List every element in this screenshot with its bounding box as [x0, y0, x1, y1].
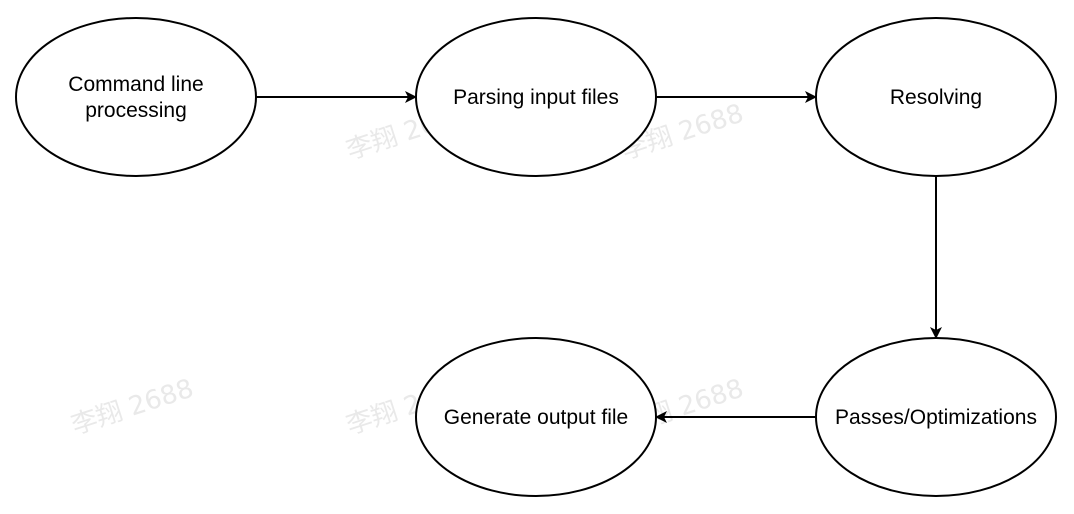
- node-resolving-label: Resolving: [890, 86, 982, 109]
- node-command-line-processing-label: processing: [85, 99, 187, 122]
- node-parsing-input-files-shape: [415, 17, 657, 177]
- node-resolving: Resolving: [815, 17, 1057, 177]
- node-command-line-processing: Command line processing: [15, 17, 257, 177]
- edge-layer: [256, 91, 942, 423]
- node-command-line-processing-shape: [15, 17, 257, 177]
- node-generate-output-file: Generate output file: [415, 337, 657, 497]
- node-parsing-input-files-label: Parsing input files: [453, 86, 619, 109]
- node-generate-output-file-shape: [415, 337, 657, 497]
- node-command-line-processing-label: Command line: [68, 73, 203, 96]
- node-passes-optimizations-label: Passes/Optimizations: [835, 406, 1037, 429]
- node-resolving-shape: [815, 17, 1057, 177]
- node-passes-optimizations: Passes/Optimizations: [815, 337, 1057, 497]
- watermark-text: 李翔 2688: [68, 374, 198, 442]
- node-generate-output-file-label: Generate output file: [444, 406, 628, 429]
- node-parsing-input-files: Parsing input files: [415, 17, 657, 177]
- node-layer: Command line processing Parsing input file…: [15, 17, 1057, 497]
- node-passes-optimizations-shape: [815, 337, 1057, 497]
